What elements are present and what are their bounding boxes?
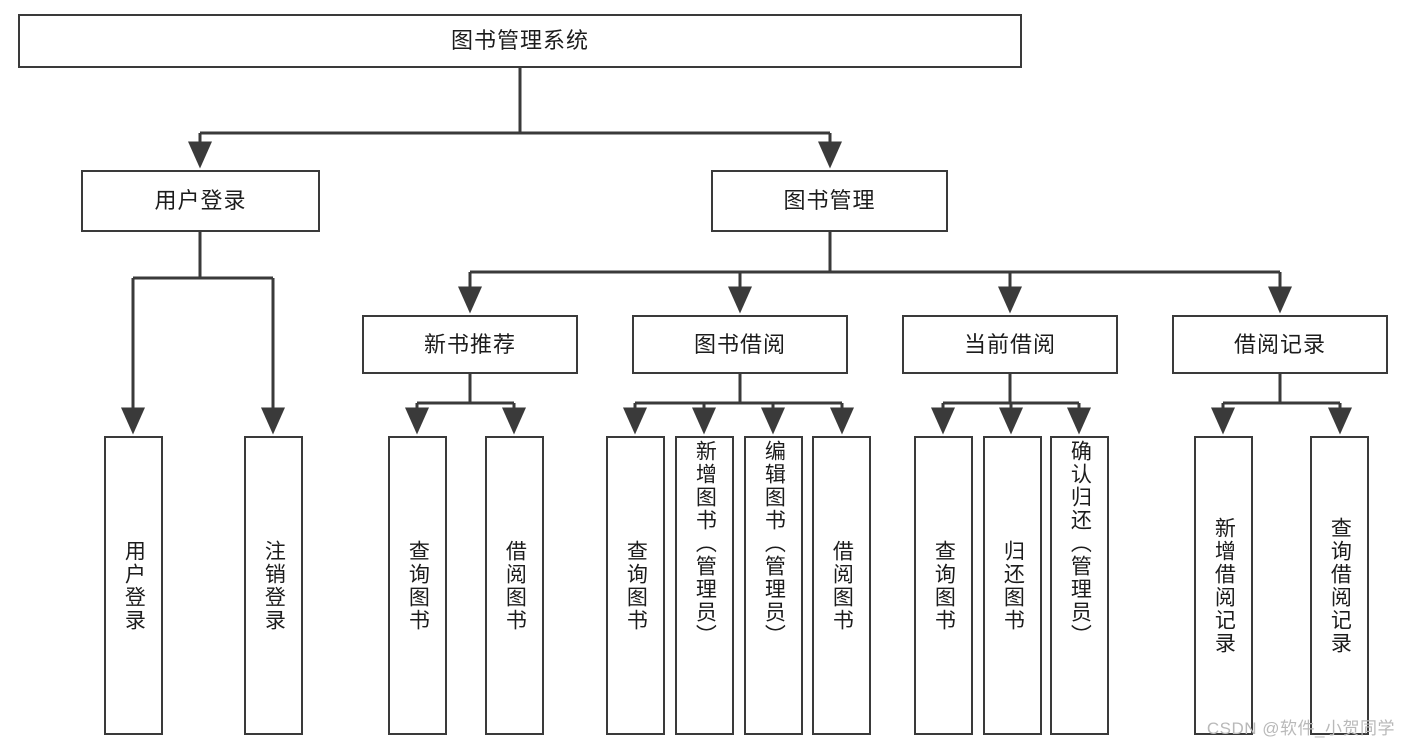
node-leaf-query-book-recommend[interactable]: 查询图书 [388, 436, 447, 735]
node-borrow-records[interactable]: 借阅记录 [1172, 315, 1388, 374]
node-leaf-user-login[interactable]: 用户登录 [104, 436, 163, 735]
node-label: 新增借阅记录 [1212, 516, 1236, 655]
node-label: 借阅图书 [503, 539, 527, 632]
node-root-book-management-system[interactable]: 图书管理系统 [18, 14, 1022, 68]
node-leaf-return-book[interactable]: 归还图书 [983, 436, 1042, 735]
node-label: 图书管理 [783, 188, 876, 213]
watermark: CSDN @软件_小贺同学 [1206, 719, 1395, 738]
node-label: 编辑图书（管理员） [762, 440, 786, 647]
node-label: 用户登录 [122, 539, 146, 632]
node-label: 用户登录 [154, 188, 247, 213]
node-leaf-add-book-admin[interactable]: 新增图书（管理员） [675, 436, 734, 735]
node-label: 查询图书 [932, 539, 956, 632]
node-label: 确认归还（管理员） [1068, 440, 1092, 647]
node-user-login[interactable]: 用户登录 [81, 170, 320, 232]
node-leaf-edit-book-admin[interactable]: 编辑图书（管理员） [744, 436, 803, 735]
node-new-book-recommend[interactable]: 新书推荐 [362, 315, 578, 374]
node-leaf-query-book-borrow[interactable]: 查询图书 [606, 436, 665, 735]
node-label: 借阅图书 [830, 539, 854, 632]
node-label: 新增图书（管理员） [693, 440, 717, 647]
node-label: 图书管理系统 [450, 28, 589, 53]
node-leaf-borrow-book[interactable]: 借阅图书 [812, 436, 871, 735]
node-label: 当前借阅 [963, 331, 1056, 357]
node-book-management[interactable]: 图书管理 [711, 170, 948, 232]
node-label: 注销登录 [262, 539, 286, 632]
node-leaf-add-borrow-record[interactable]: 新增借阅记录 [1194, 436, 1253, 735]
node-label: 借阅记录 [1233, 331, 1326, 357]
node-leaf-borrow-book-recommend[interactable]: 借阅图书 [485, 436, 544, 735]
node-leaf-confirm-return-admin[interactable]: 确认归还（管理员） [1050, 436, 1109, 735]
node-label: 查询图书 [406, 539, 430, 632]
node-leaf-query-book-current[interactable]: 查询图书 [914, 436, 973, 735]
node-label: 查询图书 [624, 539, 648, 632]
node-label: 查询借阅记录 [1328, 516, 1352, 655]
node-label: 归还图书 [1001, 539, 1025, 632]
node-book-borrow[interactable]: 图书借阅 [632, 315, 848, 374]
node-current-borrow[interactable]: 当前借阅 [902, 315, 1118, 374]
node-leaf-query-borrow-record[interactable]: 查询借阅记录 [1310, 436, 1369, 735]
node-label: 图书借阅 [693, 331, 786, 357]
node-leaf-logout[interactable]: 注销登录 [244, 436, 303, 735]
node-label: 新书推荐 [423, 331, 516, 357]
